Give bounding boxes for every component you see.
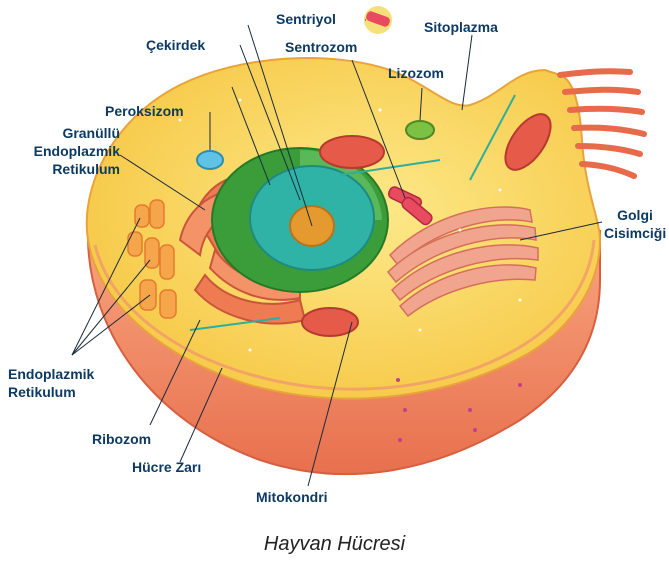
- label-cekirdek: Çekirdek: [146, 36, 205, 54]
- label-granullu-er-line2: Endoplazmik: [20, 142, 120, 160]
- label-golgi-line2: Cisimciği: [604, 224, 666, 242]
- label-sitoplazma: Sitoplazma: [424, 18, 498, 36]
- label-er: Endoplazmik Retikulum: [8, 365, 94, 401]
- diagram-caption: Hayvan Hücresi: [0, 533, 669, 556]
- nucleus: [212, 148, 388, 292]
- label-peroksizom: Peroksizom: [105, 102, 184, 120]
- label-sentrozom: Sentrozom: [285, 38, 357, 56]
- label-er-line1: Endoplazmik: [8, 365, 94, 383]
- label-mitokondri: Mitokondri: [256, 488, 328, 506]
- peroxisome: [197, 151, 223, 169]
- lysosome: [406, 121, 434, 139]
- label-golgi-line1: Golgi: [604, 206, 666, 224]
- label-hucre-zari: Hücre Zarı: [132, 458, 201, 476]
- label-lizozom: Lizozom: [388, 64, 444, 82]
- label-golgi: Golgi Cisimciği: [604, 206, 666, 242]
- centriole-inset: [364, 6, 392, 34]
- label-ribozom: Ribozom: [92, 430, 151, 448]
- leader-sitoplazma: [462, 35, 472, 110]
- label-granullu-er-line3: Retikulum: [20, 160, 120, 178]
- label-sentriyol: Sentriyol: [276, 10, 336, 28]
- label-granullu-er-line1: Granüllü: [20, 124, 120, 142]
- label-granullu-er: Granüllü Endoplazmik Retikulum: [20, 124, 120, 178]
- label-er-line2: Retikulum: [8, 383, 94, 401]
